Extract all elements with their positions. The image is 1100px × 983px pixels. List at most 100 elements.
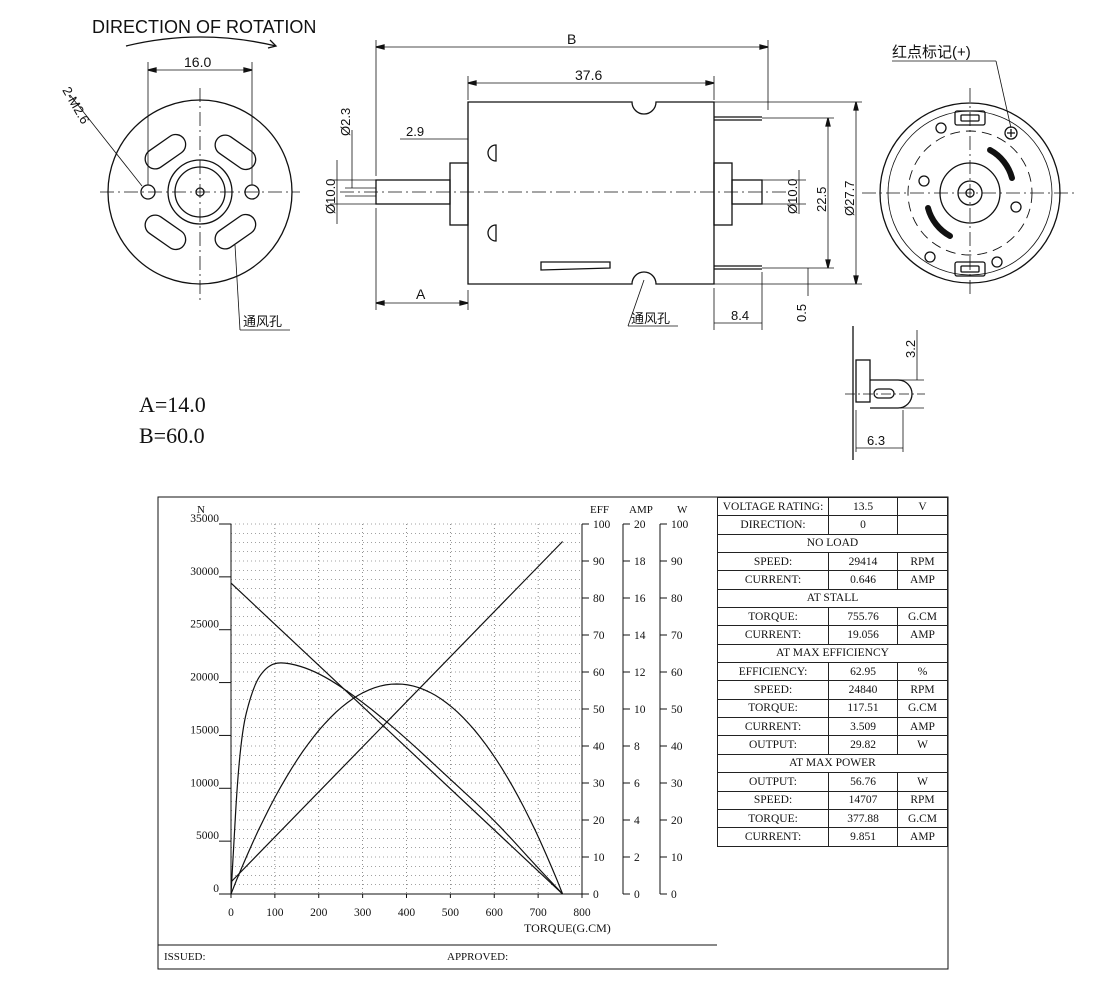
n-tick-label: 5000 bbox=[196, 830, 219, 842]
d29-text: 2.9 bbox=[406, 124, 424, 139]
section-title: AT MAX EFFICIENCY bbox=[717, 643, 948, 664]
rear-view: 红点标记(+) bbox=[862, 44, 1078, 298]
amp-tick-label: 14 bbox=[634, 630, 646, 642]
x-tick-label: 0 bbox=[228, 907, 234, 919]
front-view: DIRECTION OF ROTATION 16.0 2-M2.6 通风孔 bbox=[59, 17, 316, 331]
n-axis-title: N bbox=[197, 504, 205, 516]
w-tick-label: 20 bbox=[671, 815, 683, 827]
d376-arrows bbox=[467, 80, 715, 86]
n-curve bbox=[230, 582, 564, 895]
vent-slot-3 bbox=[144, 214, 187, 251]
spec-unit bbox=[897, 515, 948, 535]
d16-arrows bbox=[147, 67, 253, 73]
w-tick-label: 60 bbox=[671, 667, 683, 679]
amp-tick-label: 20 bbox=[634, 519, 646, 531]
n-tick-label: 10000 bbox=[190, 777, 219, 789]
vent-slot-1 bbox=[144, 133, 187, 170]
body-vent-slot bbox=[540, 261, 611, 271]
b-value: B=60.0 bbox=[139, 423, 205, 448]
x-tick-label: 600 bbox=[486, 907, 504, 919]
d63-text: 6.3 bbox=[867, 433, 885, 448]
direction-label: DIRECTION OF ROTATION bbox=[92, 17, 316, 37]
x-tick-label: 100 bbox=[266, 907, 284, 919]
spec-label: OUTPUT: bbox=[717, 772, 829, 792]
m26-leader bbox=[69, 94, 143, 187]
rotation-arrow bbox=[125, 36, 277, 47]
spec-value: 29.82 bbox=[828, 735, 898, 755]
eff-tick-label: 0 bbox=[593, 889, 599, 901]
amp-curve bbox=[230, 541, 564, 883]
section-row: AT STALL bbox=[717, 588, 948, 609]
m26-text: 2-M2.6 bbox=[59, 84, 92, 127]
d277-arrows bbox=[853, 101, 859, 285]
eff-curve bbox=[230, 662, 564, 895]
spec-value: 62.95 bbox=[828, 662, 898, 682]
spec-unit: % bbox=[897, 662, 948, 682]
w-tick-label: 40 bbox=[671, 741, 683, 753]
vent-label-2: 通风孔 bbox=[631, 311, 670, 326]
issued-label: ISSUED: bbox=[164, 951, 206, 963]
amp-tick-label: 18 bbox=[634, 556, 646, 568]
b-text: B bbox=[567, 31, 576, 47]
spec-unit: RPM bbox=[897, 790, 948, 810]
spec-unit: G.CM bbox=[897, 607, 948, 627]
motor-body bbox=[467, 101, 715, 285]
eff-tick-label: 40 bbox=[593, 741, 605, 753]
n-tick-label: 35000 bbox=[190, 513, 219, 525]
w-tick-label: 90 bbox=[671, 556, 683, 568]
x-tick-label: 500 bbox=[442, 907, 460, 919]
a-value: A=14.0 bbox=[139, 392, 206, 417]
w-tick-label: 100 bbox=[671, 519, 689, 531]
spec-label: TORQUE: bbox=[717, 698, 829, 719]
amp-tick-label: 10 bbox=[634, 704, 646, 716]
section-title: AT STALL bbox=[717, 588, 948, 609]
vent-slot-4 bbox=[214, 213, 257, 250]
section-title: NO LOAD bbox=[717, 533, 948, 554]
d32-text: 3.2 bbox=[903, 340, 918, 358]
spec-unit: W bbox=[897, 772, 948, 792]
d16-text: 16.0 bbox=[184, 54, 211, 70]
eff-tick-label: 20 bbox=[593, 815, 605, 827]
polarity-mark bbox=[1004, 126, 1018, 140]
rear-hole-3 bbox=[918, 175, 930, 187]
d10a-text: Ø10.0 bbox=[323, 179, 338, 214]
n-tick-label: 15000 bbox=[190, 724, 219, 736]
spec-label: CURRENT: bbox=[717, 570, 829, 590]
w-tick-label: 80 bbox=[671, 593, 683, 605]
body-notch-top bbox=[487, 144, 497, 162]
n-tick-label: 0 bbox=[213, 883, 219, 895]
section-row: AT MAX EFFICIENCY bbox=[717, 643, 948, 664]
chart-curves bbox=[230, 541, 564, 895]
n-tick-label: 30000 bbox=[190, 566, 219, 578]
d277-text: Ø27.7 bbox=[842, 181, 857, 216]
w-tick-label: 70 bbox=[671, 630, 683, 642]
rear-brush-slot-1 bbox=[987, 147, 1015, 181]
spec-unit: RPM bbox=[897, 680, 948, 700]
eff-tick-label: 60 bbox=[593, 667, 605, 679]
x-axis-label: TORQUE(G.CM) bbox=[524, 921, 611, 935]
eff-axis-title: EFF bbox=[590, 504, 609, 516]
spec-unit: G.CM bbox=[897, 808, 948, 829]
d225-text: 22.5 bbox=[814, 187, 829, 212]
spec-value: 14707 bbox=[828, 790, 898, 810]
amp-tick-label: 16 bbox=[634, 593, 646, 605]
w-tick-label: 0 bbox=[671, 889, 677, 901]
spec-label: VOLTAGE RATING: bbox=[717, 496, 829, 517]
spec-value: 755.76 bbox=[828, 607, 898, 627]
vent-label-1: 通风孔 bbox=[243, 314, 282, 329]
section-title: AT MAX POWER bbox=[717, 753, 948, 774]
spec-value: 56.76 bbox=[828, 772, 898, 792]
w-tick-label: 30 bbox=[671, 778, 683, 790]
spec-value: 24840 bbox=[828, 680, 898, 700]
amp-tick-label: 8 bbox=[634, 741, 640, 753]
spec-label: TORQUE: bbox=[717, 607, 829, 627]
d10b-text: Ø10.0 bbox=[785, 179, 800, 214]
